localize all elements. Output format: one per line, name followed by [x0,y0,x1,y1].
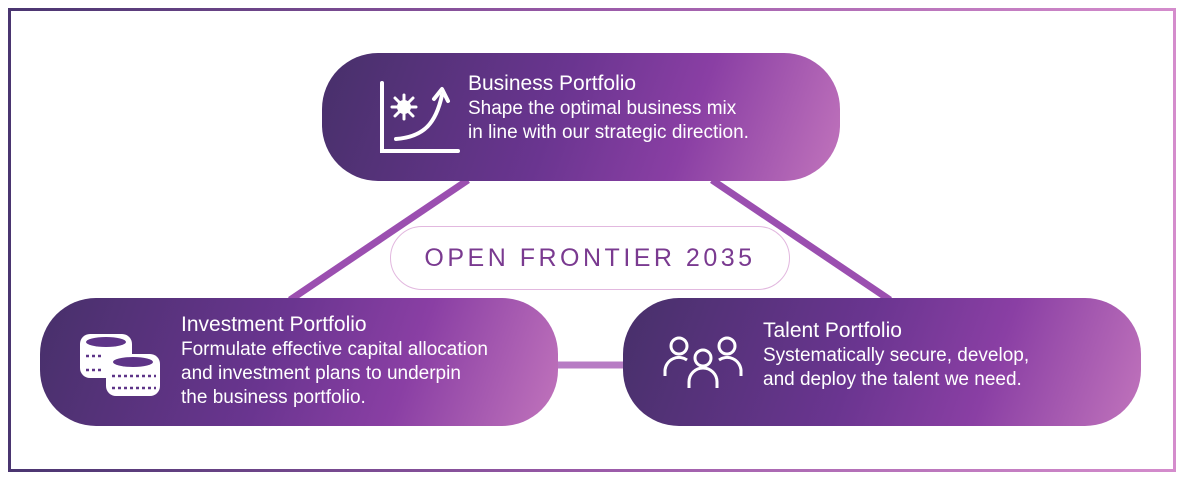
people-group-icon [663,336,743,388]
node-title: Investment Portfolio [181,313,367,336]
node-desc-line: Formulate effective capital allocation [181,339,488,360]
node-title: Talent Portfolio [763,319,902,342]
node-desc-line: Systematically secure, develop, [763,345,1030,366]
connector-business-talent [710,177,892,303]
node-desc-line: and deploy the talent we need. [763,369,1022,390]
investment-portfolio-node: Investment Portfolio Formulate effective… [40,298,558,426]
node-desc-line: the business portfolio. [181,387,366,408]
node-title: Business Portfolio [468,72,637,95]
node-desc-line: Shape the optimal business mix [468,98,737,119]
coins-icon [80,334,160,396]
talent-portfolio-node: Talent Portfolio Systematically secure, … [623,298,1141,426]
growth-chart-icon [380,81,460,153]
node-desc-line: and investment plans to underpin [181,363,461,384]
node-desc-line: in line with our strategic direction. [468,122,749,143]
business-portfolio-node: Business Portfolio Shape the optimal bus… [322,53,840,181]
connector-business-investment [288,177,470,303]
center-label: OPEN FRONTIER 2035 [390,226,790,290]
